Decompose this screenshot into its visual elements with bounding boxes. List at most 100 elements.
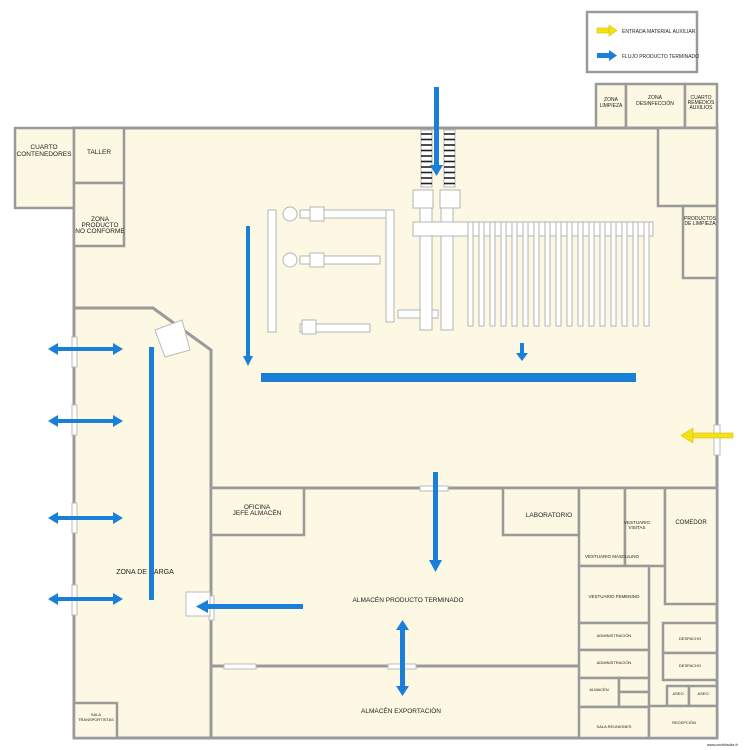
rack-slat	[478, 221, 485, 327]
rack-slat	[610, 221, 617, 327]
zona-limpieza-label-2: LIMPIEZA	[600, 103, 623, 109]
room-despacho-2	[661, 651, 719, 682]
zona-desinfeccion-label-1: ZONA	[648, 95, 663, 101]
almacen-exportacion-label: ALMACÉN EXPORTACIÓN	[361, 706, 441, 715]
room-aseo-2	[687, 684, 719, 708]
arrow-up-export-icon	[396, 620, 409, 630]
legend: ENTRADA MATERIAL AUXILIAR FLUJO PRODUCTO…	[585, 10, 699, 74]
rack-slat	[555, 221, 562, 327]
rack-slat	[533, 221, 540, 327]
taller-label: TALLER	[87, 149, 111, 156]
conveyor-bottom	[299, 323, 371, 333]
machine-3	[301, 319, 317, 335]
room-oficina-jefe-almacen	[209, 486, 306, 537]
rack-slat	[467, 221, 474, 327]
almacen-producto-terminado-label: ALMACÉN PRODUCTO TERMINADO	[353, 595, 464, 604]
laboratorio-label: LABORATORIO	[526, 512, 572, 519]
column-1	[419, 207, 433, 331]
zona-limpieza-label-1: ZONA	[604, 97, 619, 103]
zona-de-carga-label: ZONA DE CARGA	[116, 569, 174, 576]
column-2	[440, 207, 454, 331]
rack-slat	[489, 221, 496, 327]
arrow-down-left-icon	[243, 356, 253, 366]
cuarto-contenedores-label-2: CONTENEDORES	[17, 151, 73, 158]
production-line	[267, 129, 654, 335]
room-sala-reuniones	[577, 705, 651, 740]
door-exportacion-2	[223, 663, 257, 670]
room-sala-transportistas	[72, 701, 119, 740]
room-almacen-small	[577, 676, 621, 709]
watermark: www.archifacile.fr	[707, 742, 739, 747]
door-carga-1	[71, 336, 78, 368]
oficina-label-1: OFICINA	[244, 504, 271, 511]
sala-reuniones-label: SALA REUNIONES	[597, 724, 632, 729]
rack-slat	[522, 221, 529, 327]
almacen-small-label: ALMACÉN	[589, 687, 608, 692]
despacho-1-label: DESPACHO	[679, 636, 701, 641]
rack-slat	[621, 221, 628, 327]
rack-header	[412, 221, 654, 237]
administracion-1-label: ADMINISTRACIÓN	[597, 633, 632, 638]
productos-limpieza-label-2: DE LIMPIEZA	[684, 221, 716, 227]
rack-slat	[544, 221, 551, 327]
finished-product-flow	[48, 87, 636, 696]
aseo-1-label: ASEO	[672, 691, 683, 696]
door-material-auxiliar	[713, 424, 721, 456]
legend-yellow-arrow-icon	[596, 24, 618, 37]
administracion-2-label: ADMINISTRACIÓN	[597, 660, 632, 665]
rack-slat	[643, 221, 650, 327]
oficina-label-2: JEFE ALMACÉN	[233, 508, 282, 517]
cuarto-contenedores-label-1: CUARTO	[30, 144, 57, 151]
room-aseo-1	[665, 684, 691, 708]
room-productos-limpieza	[681, 204, 719, 280]
sala-transportistas-label-1: SALA	[91, 712, 102, 717]
double-arrow-4-icon	[48, 593, 123, 605]
room-small-a	[617, 676, 651, 694]
vestuario-femenino-label: VESTUARIO FEMENINO	[588, 594, 640, 599]
double-arrow-2-icon	[48, 415, 123, 427]
sala-transportistas-label-2: TRANSPORTISTAS	[78, 717, 114, 722]
rack-slat	[599, 221, 606, 327]
recepcion-label: RECEPCIÓN	[672, 720, 696, 725]
rack-slat	[500, 221, 507, 327]
machine-2	[309, 252, 325, 268]
room-vestuario-femenino	[577, 564, 651, 625]
arrow-down-small-icon	[516, 353, 528, 361]
legend-blue-arrow-icon	[597, 50, 617, 61]
productos-limpieza-label-1: PRODUCTOS	[684, 216, 717, 222]
conveyor-vertical	[267, 209, 277, 333]
arrow-down-export-icon	[396, 686, 409, 696]
conveyor-link	[397, 309, 439, 319]
aseo-2-label: ASEO	[697, 691, 708, 696]
auxiliary-material-arrow-icon	[680, 427, 734, 444]
machine-1	[309, 206, 325, 222]
ladder-1	[420, 129, 433, 188]
conveyor-vertical-2	[385, 209, 395, 323]
room-cuarto-remedios-auxilios	[683, 82, 719, 130]
rack-slat	[588, 221, 595, 327]
tank-1	[282, 206, 298, 222]
tank-2	[282, 252, 298, 268]
machine-4	[412, 189, 434, 209]
arrow-down-top-icon	[430, 165, 443, 176]
double-arrow-1-icon	[48, 343, 123, 355]
rack-slats	[467, 221, 650, 327]
arrow-down-almacen-icon	[429, 560, 442, 572]
no-conforme-label-2: PRODUCTO	[81, 222, 118, 229]
comedor-label: COMEDOR	[675, 520, 707, 526]
conveyor-middle	[299, 255, 381, 265]
ladder-2	[443, 129, 456, 188]
room-recepcion	[647, 704, 719, 740]
room-right-top	[656, 126, 719, 208]
cuarto-remedios-label-1: CUARTO	[691, 95, 712, 101]
machine-5	[439, 189, 461, 209]
cuarto-remedios-label-3: AUXILIOS	[689, 105, 713, 111]
rack-slat	[577, 221, 584, 327]
room-administracion-2	[577, 648, 651, 680]
flow-main-bar	[261, 373, 636, 382]
rack-slat	[632, 221, 639, 327]
room-laboratorio	[501, 486, 581, 537]
room-small-b	[617, 690, 651, 709]
room-comedor	[663, 486, 719, 606]
